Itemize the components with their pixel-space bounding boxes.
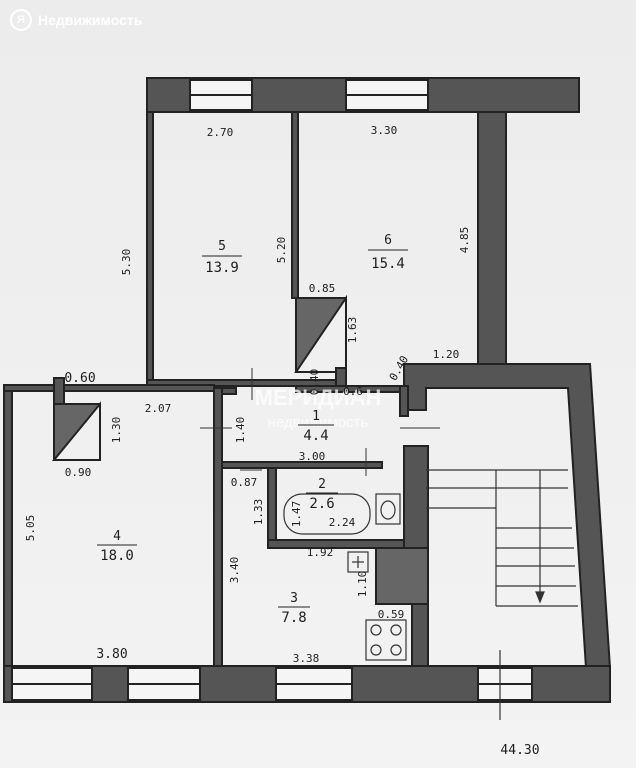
yandex-logo-icon: Я xyxy=(10,9,32,31)
dim-1-30: 1.30 xyxy=(110,417,123,444)
right-upper-wall xyxy=(477,111,507,365)
room-6-area: 15.4 xyxy=(371,256,405,272)
dim-4-85: 4.85 xyxy=(458,227,471,254)
dim-0-60: 0.60 xyxy=(64,371,95,386)
dim-0-6: 0.6 xyxy=(343,385,363,398)
walls xyxy=(3,77,612,703)
room-5-area: 13.9 xyxy=(205,260,239,276)
dim-2-07: 2.07 xyxy=(145,402,172,415)
watermark-title: МЕРИДИАН xyxy=(255,385,382,410)
room-3-area: 7.8 xyxy=(281,610,306,626)
dim-0-85: 0.85 xyxy=(309,282,336,295)
room-2-number: 2 xyxy=(318,477,326,492)
dim-3-00: 3.00 xyxy=(299,450,326,463)
staircase xyxy=(426,469,578,607)
dim-1-10: 1.10 xyxy=(356,571,369,598)
dim-3-80: 3.80 xyxy=(96,647,127,662)
dim-0-90: 0.90 xyxy=(65,466,92,479)
dim-3-30: 3.30 xyxy=(371,124,398,137)
watermark-subtitle: недвижимость xyxy=(268,414,369,431)
dim-2-24: 2.24 xyxy=(329,516,356,529)
room-3-number: 3 xyxy=(290,591,298,606)
dim-44-30: 44.30 xyxy=(500,743,539,758)
bathtub-icon xyxy=(283,493,371,535)
toilet-icon xyxy=(375,493,401,525)
room-1-area: 4.4 xyxy=(303,428,328,444)
fixtures xyxy=(283,493,501,720)
dim-1-40: 1.40 xyxy=(234,417,247,444)
dim-0-59: 0.59 xyxy=(378,608,405,621)
dim-0-87: 0.87 xyxy=(231,476,258,489)
dim-0-40-left: 0.40 xyxy=(308,369,321,396)
room-5-number: 5 xyxy=(218,239,226,254)
room-2-area: 2.6 xyxy=(309,496,334,512)
brand[interactable]: Я Недвижимость xyxy=(10,8,142,32)
room-6-number: 6 xyxy=(384,233,392,248)
room-4-area: 18.0 xyxy=(100,548,134,564)
dim-3-38: 3.38 xyxy=(293,652,320,665)
dim-1-63: 1.63 xyxy=(346,317,359,344)
dim-1-33: 1.33 xyxy=(252,499,265,526)
room-4-number: 4 xyxy=(113,529,121,544)
room-1-number: 1 xyxy=(312,409,320,424)
brand-name: Недвижимость xyxy=(38,12,143,28)
dim-2-70: 2.70 xyxy=(207,126,234,139)
dim-5-20: 5.20 xyxy=(275,237,288,264)
dim-3-40: 3.40 xyxy=(228,557,241,584)
sink-icon xyxy=(347,551,369,573)
door-lines xyxy=(200,368,440,476)
dim-5-05: 5.05 xyxy=(24,515,37,542)
stove-icon xyxy=(365,619,407,661)
dim-5-30: 5.30 xyxy=(120,249,133,276)
dim-1-20: 1.20 xyxy=(433,348,460,361)
dim-1-47: 1.47 xyxy=(290,501,303,528)
dim-1-92: 1.92 xyxy=(307,546,334,559)
